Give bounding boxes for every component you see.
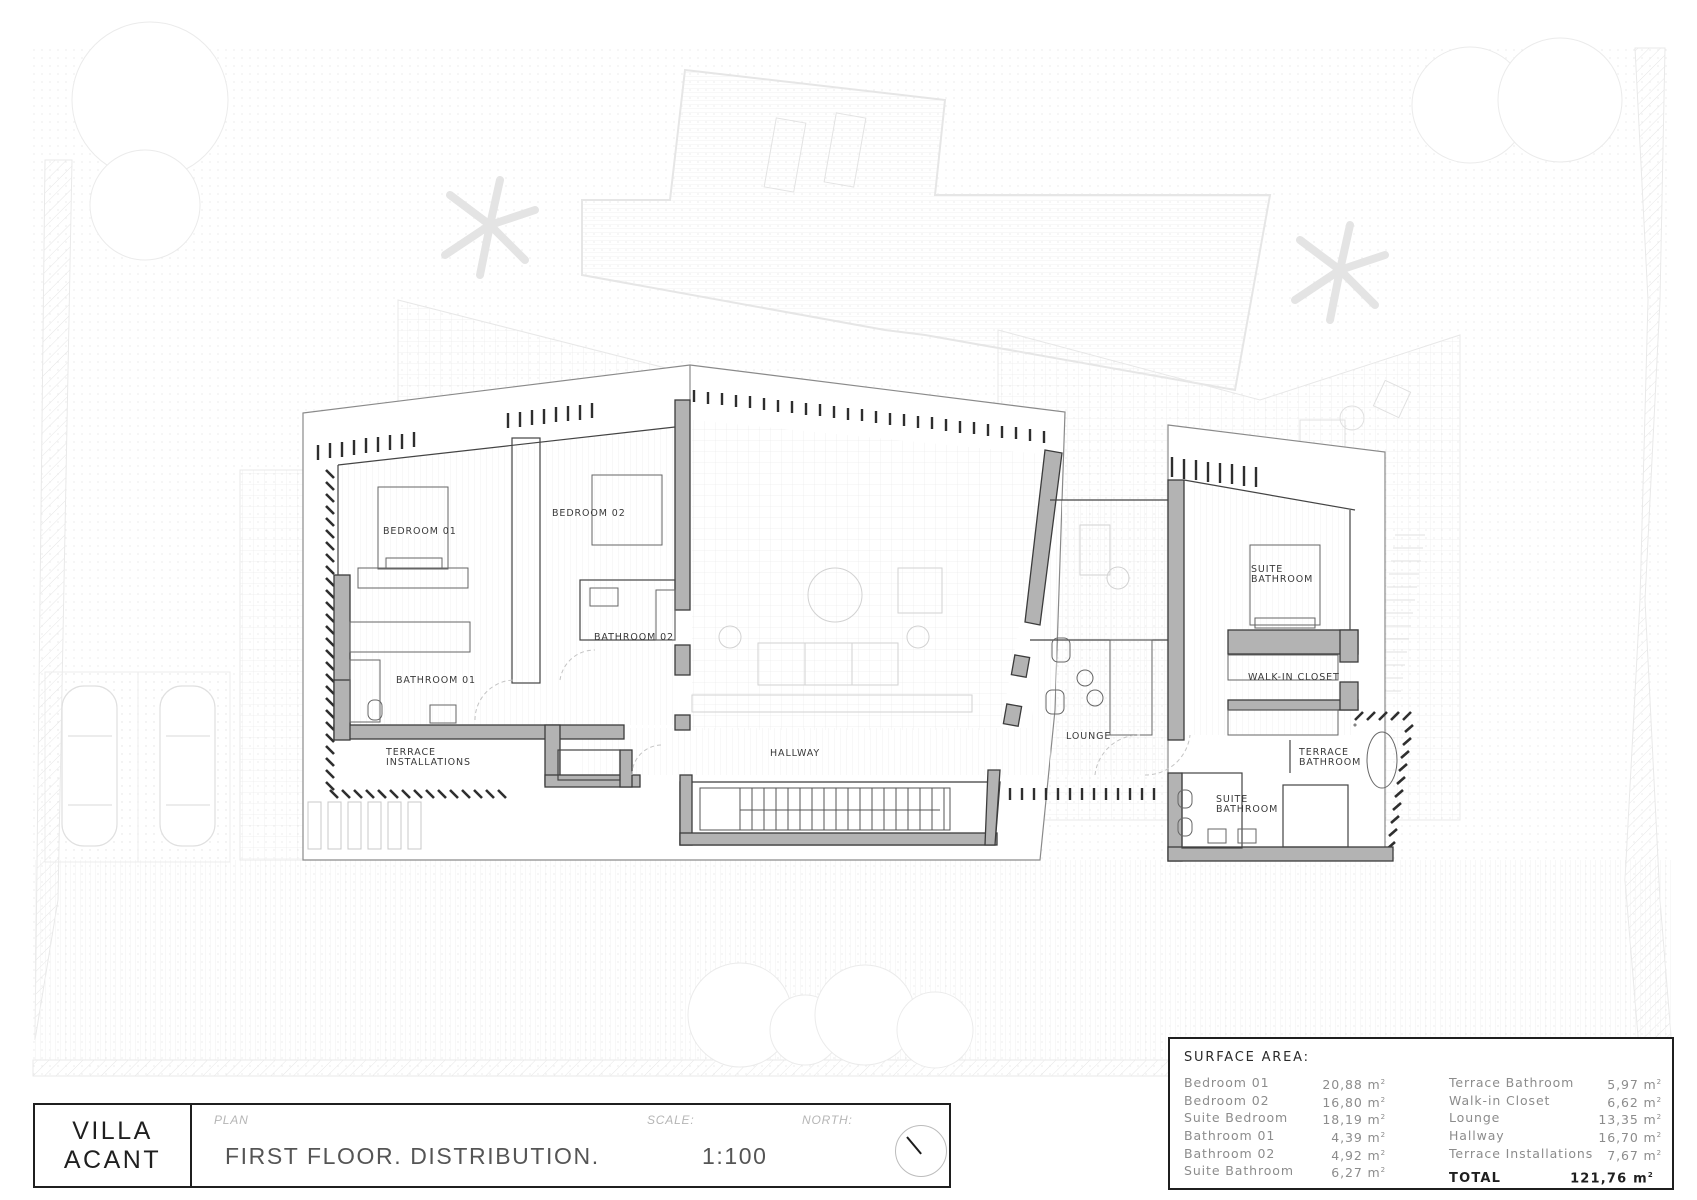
parking-area [44, 671, 231, 863]
project-name: VILLA ACANT [35, 1105, 192, 1186]
bed-icon [377, 486, 449, 570]
label-suite-bedroom-1: SUITE [1251, 564, 1283, 575]
label-lounge: LOUNGE [1066, 731, 1111, 742]
sun-lounger-icon [763, 112, 867, 193]
project-name-line2: ACANT [63, 1145, 162, 1174]
plan-title: FIRST FLOOR. DISTRIBUTION. [225, 1143, 600, 1169]
surface-area-title: SURFACE AREA: [1184, 1050, 1310, 1065]
total-value: 121,76 m2 [1570, 1171, 1654, 1187]
bathtub-icon [1366, 731, 1398, 789]
furniture [349, 474, 1398, 844]
label-bedroom-01: BEDROOM 01 [383, 526, 457, 537]
scale-value: 1:100 [702, 1143, 768, 1169]
car-icon [61, 685, 216, 847]
staircase [699, 787, 951, 831]
living-furniture [691, 524, 1130, 713]
label-bedroom-02: BEDROOM 02 [552, 508, 626, 519]
project-name-line1: VILLA [72, 1116, 153, 1145]
label-suite-bathroom-1: SUITE [1216, 794, 1248, 805]
title-block: VILLA ACANT PLAN FIRST FLOOR. DISTRIBUTI… [33, 1103, 951, 1188]
label-terrace-bathroom-1: TERRACE [1298, 747, 1349, 758]
label-suite-bedroom-2: BATHROOM [1251, 574, 1313, 585]
parapet-hatch [325, 469, 1414, 850]
scale-caption: SCALE: [647, 1113, 695, 1127]
surface-area-total: TOTAL 121,76 m2 [1449, 1171, 1654, 1186]
planter-boxes [307, 801, 422, 850]
tree-icon [71, 21, 1623, 1069]
north-needle [906, 1136, 922, 1155]
label-bathroom-01: BATHROOM 01 [396, 675, 476, 686]
label-suite-bathroom-2: BATHROOM [1216, 804, 1278, 815]
label-terrace-installations-2: INSTALLATIONS [386, 757, 471, 768]
pool-outline [581, 68, 1272, 392]
north-caption: NORTH: [802, 1113, 853, 1127]
louvre-ticks [316, 390, 1258, 800]
north-arrow-icon [895, 1125, 947, 1177]
plan-caption: PLAN [214, 1113, 249, 1127]
palm-tree-icon [441, 176, 1389, 324]
partition-walls [337, 426, 1356, 849]
door-swings [474, 649, 1191, 776]
label-terrace-installations-1: TERRACE [385, 747, 436, 758]
label-terrace-bathroom-2: BATHROOM [1299, 757, 1361, 768]
label-walk-in-closet: WALK-IN CLOSET [1248, 672, 1340, 683]
label-bathroom-02: BATHROOM 02 [594, 632, 674, 643]
title-block-body: PLAN FIRST FLOOR. DISTRIBUTION. SCALE: 1… [192, 1105, 949, 1186]
total-label: TOTAL [1449, 1171, 1502, 1186]
label-hallway: HALLWAY [770, 748, 820, 759]
